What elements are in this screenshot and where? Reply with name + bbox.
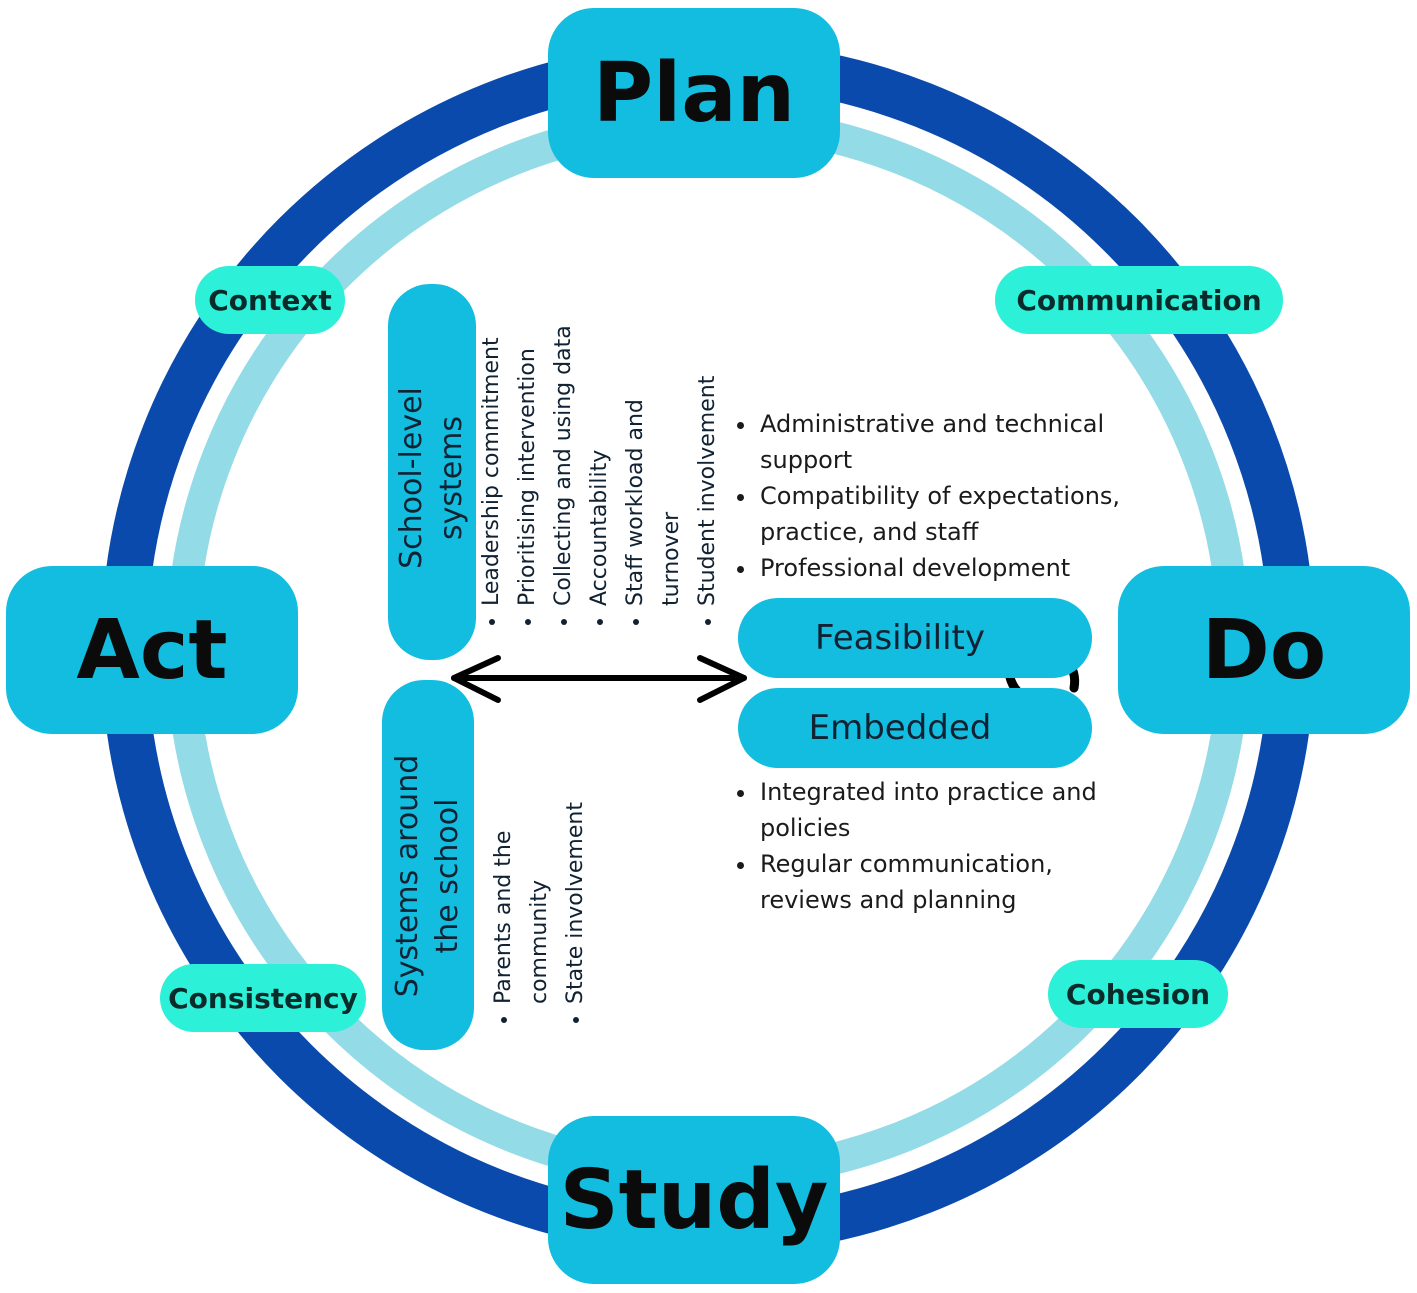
- feasibility-list: Administrative and technical support Com…: [732, 406, 1152, 586]
- list-item: practice, and staff: [760, 518, 979, 546]
- list-item: Parents and the: [486, 770, 522, 1004]
- stage-do: Do: [1118, 566, 1410, 734]
- quality-context: Context: [195, 266, 345, 334]
- list-item: Integrated into practice and: [758, 774, 1132, 810]
- around-school-list: Parents and the community State involvem…: [486, 770, 606, 1030]
- list-item: policies: [760, 814, 851, 842]
- stage-plan: Plan: [548, 8, 840, 178]
- quality-cohesion: Cohesion: [1048, 960, 1228, 1028]
- around-school-title-line1: Systems around: [390, 754, 425, 998]
- quality-cohesion-label: Cohesion: [1065, 977, 1211, 1011]
- stage-plan-label: Plan: [593, 45, 795, 141]
- systems-around-school-pill: [382, 680, 474, 1050]
- school-level-systems-title: School-level systems: [392, 288, 472, 668]
- list-item: reviews and planning: [760, 886, 1017, 914]
- quality-consistency-label: Consistency: [168, 981, 358, 1015]
- around-school-title-line2: the school: [430, 798, 465, 954]
- list-item: Collecting and using data: [546, 282, 582, 606]
- list-item: Student involvement: [690, 282, 726, 606]
- outer-ring: [101, 41, 1315, 1255]
- quality-communication-label: Communication: [1016, 283, 1262, 317]
- list-item: Professional development: [758, 550, 1152, 586]
- list-item: Compatibility of expectations,: [758, 478, 1152, 514]
- list-item: Staff workload and: [618, 282, 654, 606]
- quality-context-label: Context: [208, 283, 332, 317]
- stage-study: Study: [548, 1116, 840, 1284]
- school-level-systems-pill: [388, 284, 476, 660]
- list-item: State involvement: [558, 770, 594, 1004]
- stage-act: Act: [6, 566, 298, 734]
- list-item: community: [527, 879, 552, 1004]
- list-item: Prioritising intervention: [510, 282, 546, 606]
- stage-study-label: Study: [559, 1152, 829, 1248]
- list-item: Administrative and technical: [758, 406, 1152, 442]
- list-item: support: [760, 446, 853, 474]
- stage-act-label: Act: [76, 602, 228, 698]
- school-level-title-line1: School-level: [394, 387, 429, 569]
- embedded-label: Embedded: [808, 708, 992, 748]
- feasibility-label: Feasibility: [815, 618, 985, 658]
- list-item: Accountability: [582, 282, 618, 606]
- stage-do-label: Do: [1201, 602, 1327, 698]
- embedded-bar: Embedded: [738, 688, 1092, 768]
- quality-communication: Communication: [995, 266, 1283, 334]
- feasibility-bar: Feasibility: [738, 598, 1092, 678]
- list-item: turnover: [659, 511, 684, 606]
- school-level-list: Leadership commitment Prioritising inter…: [474, 282, 744, 632]
- list-item: Regular communication,: [758, 846, 1132, 882]
- school-level-title-line2: systems: [434, 415, 469, 541]
- systems-around-school-title: Systems around the school: [388, 686, 468, 1066]
- quality-consistency: Consistency: [160, 964, 366, 1032]
- double-arrow: [451, 655, 747, 703]
- list-item: Leadership commitment: [474, 282, 510, 606]
- embedded-list: Integrated into practice and policies Re…: [732, 774, 1132, 918]
